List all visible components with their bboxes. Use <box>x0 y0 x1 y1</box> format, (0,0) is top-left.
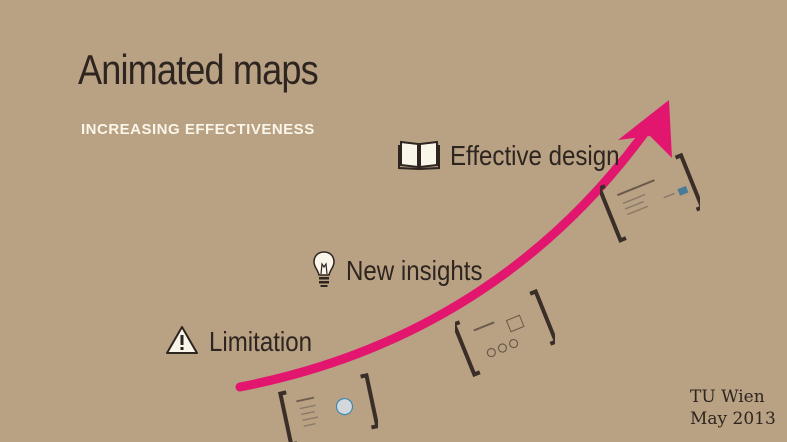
credits-date: May 2013 <box>690 409 776 429</box>
milestone-label: Effective design <box>450 140 620 171</box>
warning-icon <box>165 325 199 359</box>
frame-effective-design[interactable] <box>600 148 700 243</box>
credits-institution: TU Wien <box>690 387 765 407</box>
lightbulb-icon <box>312 250 336 292</box>
milestone-label: New insights <box>346 255 483 286</box>
frame-new-insights[interactable] <box>455 288 555 378</box>
book-icon <box>398 138 440 174</box>
credits: TU Wien May 2013 <box>690 386 776 430</box>
milestone-effective-design[interactable]: Effective design <box>398 138 647 174</box>
frame-limitation[interactable] <box>278 370 378 442</box>
milestone-label: Limitation <box>209 326 313 357</box>
slide-subtitle: INCREASING EFFECTIVENESS <box>81 121 315 138</box>
milestone-limitation[interactable]: Limitation <box>165 325 329 359</box>
milestone-new-insights[interactable]: New insights <box>312 250 505 292</box>
slide-title: Animated maps <box>78 46 319 93</box>
